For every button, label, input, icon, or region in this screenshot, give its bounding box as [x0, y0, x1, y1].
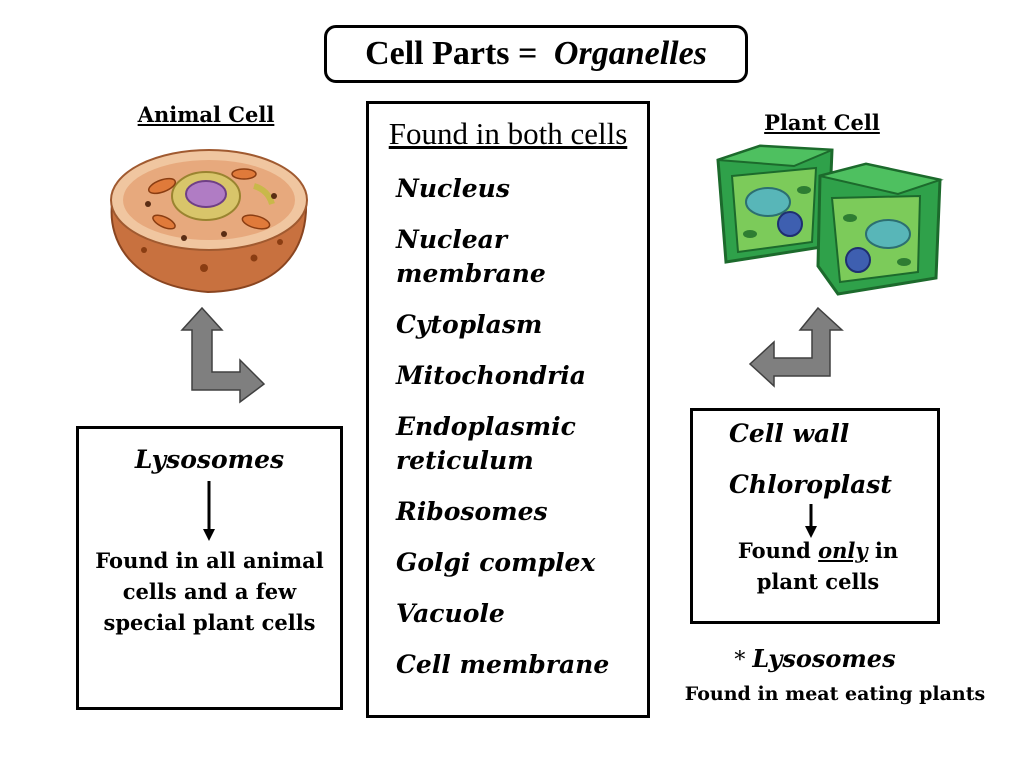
animal-cell-heading: Animal Cell — [137, 102, 275, 127]
chloroplast-label: Chloroplast — [729, 470, 892, 499]
animal-arrow-icon — [180, 306, 266, 404]
animal-unique-box: Lysosomes Found in all animal cells and … — [76, 426, 343, 710]
plant-unique-box: Cell wall Chloroplast Found only in plan… — [690, 408, 940, 624]
footnote-line: * Lysosomes — [690, 644, 940, 673]
animal-note: Found in all animal cells and a few spec… — [95, 548, 324, 635]
lysosomes-label: Lysosomes — [134, 445, 285, 474]
animal-cell-image — [110, 149, 308, 294]
plant-note: Found only in plant cells — [715, 535, 921, 597]
down-arrow-icon — [203, 481, 215, 541]
plant-note-suffix: in plant cells — [756, 538, 906, 594]
organelle-item: Endoplasmic reticulum — [396, 412, 576, 475]
title-prefix: Cell Parts = — [365, 35, 546, 72]
plant-cell-image — [716, 144, 944, 296]
footnote-organelle: Lysosomes — [752, 644, 896, 673]
organelle-item: Golgi complex — [396, 548, 596, 577]
shared-organelles-box: Found in both cells Nucleus Nuclear memb… — [366, 101, 650, 718]
organelle-item: Cell membrane — [396, 650, 610, 679]
organelle-item: Mitochondria — [396, 361, 586, 390]
title-emphasis: Organelles — [553, 35, 707, 72]
organelle-item: Vacuole — [396, 599, 505, 628]
organelle-item: Ribosomes — [396, 497, 548, 526]
plant-arrow-icon — [748, 306, 844, 388]
cell-wall-label: Cell wall — [729, 419, 850, 448]
shared-heading: Found in both cells — [388, 116, 628, 151]
footnote-mark: * — [734, 648, 753, 673]
footnote-text: Found in meat eating plants — [684, 683, 986, 705]
plant-note-prefix: Found — [737, 538, 819, 563]
organelle-item: Nuclear membrane — [396, 225, 546, 288]
organelle-item: Nucleus — [396, 174, 510, 203]
organelle-item: Cytoplasm — [396, 310, 543, 339]
title-box: Cell Parts = Organelles — [324, 25, 748, 83]
plant-cell-heading: Plant Cell — [764, 110, 880, 135]
plant-note-emphasis: only — [818, 538, 868, 563]
down-arrow-icon — [805, 504, 817, 538]
